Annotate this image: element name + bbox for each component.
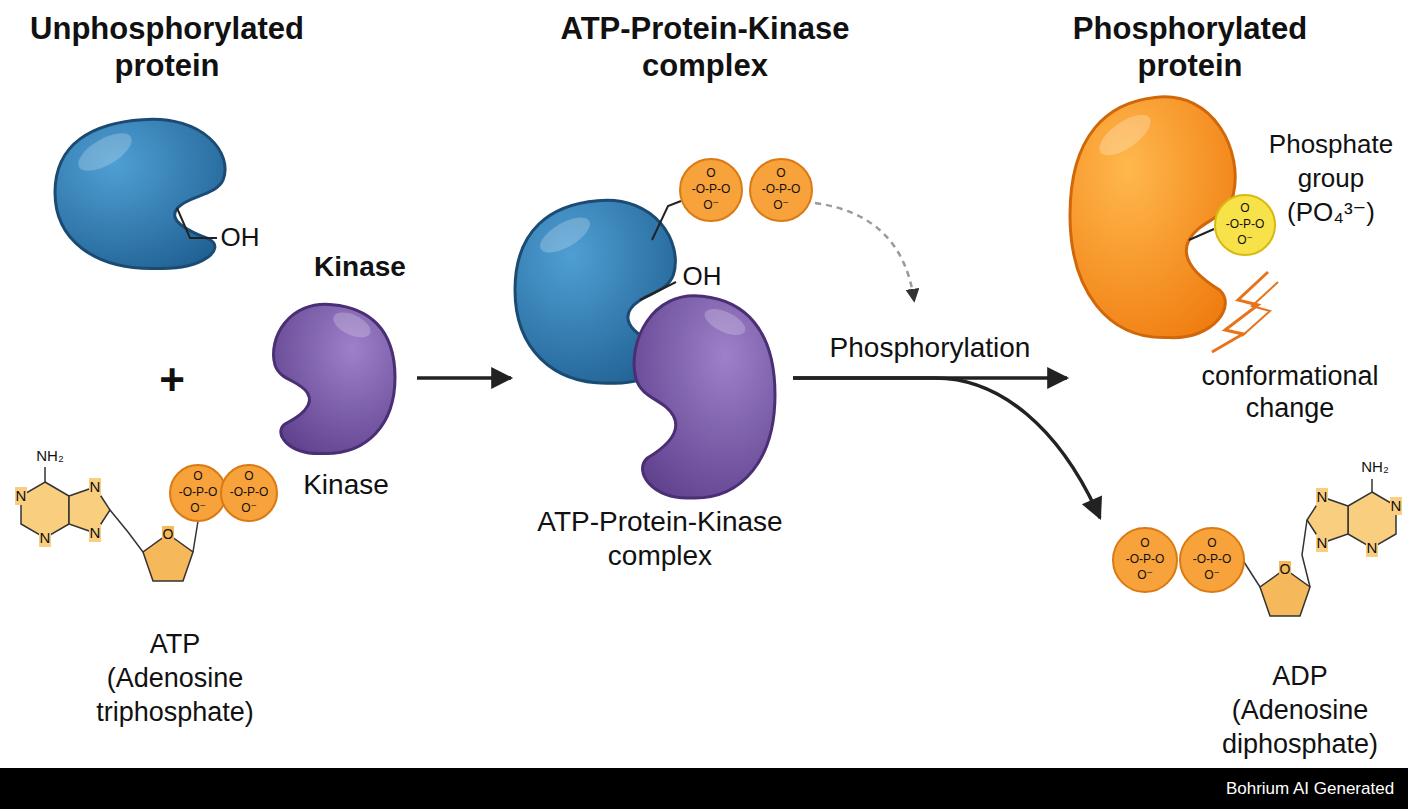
kinase-shape: KinaseKinase (270, 300, 395, 455)
diagram-label: O (162, 526, 175, 542)
protein-shape: Unphosphorylated protein (55, 115, 230, 270)
atom-label: -O-P-O (179, 486, 218, 500)
diagram-label: OH (221, 223, 260, 253)
atom-label: O (1207, 537, 1216, 551)
atom-label: O⁻ (1204, 569, 1220, 583)
node-caption: Kinase (303, 468, 389, 502)
atom-label: -O-P-O (230, 486, 269, 500)
atom-label: O (244, 470, 253, 484)
diagram-label: N (15, 487, 28, 504)
diagram-label: N (89, 478, 102, 495)
diagram-label: N (89, 524, 102, 541)
atom-label: O⁻ (190, 502, 206, 516)
diagram-label: + (159, 355, 185, 406)
atom-label: O⁻ (773, 199, 789, 213)
watermark: Bohrium AI Generated (1226, 779, 1394, 799)
atom-label: -O-P-O (762, 183, 801, 197)
node-heading: ADP (Adenosine diphosphate) (1222, 660, 1378, 761)
reaction-arrow (793, 378, 1100, 518)
diagram-label: OH (683, 262, 722, 292)
atom-label: O (1140, 537, 1149, 551)
diagram-label: N (39, 529, 52, 546)
node-heading: Kinase (314, 250, 406, 284)
diagram-label: N (1316, 488, 1329, 505)
edge-label: Phosphorylation (827, 332, 1034, 364)
atom-label: O⁻ (703, 199, 719, 213)
atom-label: -O-P-O (1126, 553, 1165, 567)
atom-label: -O-P-O (692, 183, 731, 197)
node-heading: ATP-Protein-Kinase complex (533, 10, 878, 84)
diagram-label: N (1390, 497, 1403, 514)
diagram-label: NH₂ (1361, 458, 1389, 475)
diagram-label: N (1316, 534, 1329, 551)
diagram-label: O (1279, 561, 1292, 577)
atp-molecule: ATP (Adenosine triphosphate) (8, 462, 285, 590)
atom-label: O (706, 167, 715, 181)
diagram-label: N (1366, 539, 1379, 556)
node-heading: Phosphate group (PO₄³⁻) (1269, 128, 1393, 229)
complex-shape: ATP-Protein-Kinase complexATP-Protein-Ki… (515, 195, 790, 505)
atom-label: O (1240, 202, 1249, 216)
diagram-label: conformational change (1201, 360, 1378, 425)
reaction-arrow (417, 376, 511, 380)
diagram-label: NH₂ (36, 447, 64, 464)
node-heading: Phosphorylated protein (1073, 10, 1307, 84)
atom-label: O (776, 167, 785, 181)
atom-label: O⁻ (1237, 234, 1253, 248)
footer-bar (0, 768, 1408, 809)
atom-label: O (193, 470, 202, 484)
node-heading: ATP (Adenosine triphosphate) (96, 628, 254, 729)
phosphate-circle (1215, 195, 1275, 255)
atom-label: O⁻ (1137, 569, 1153, 583)
node-caption: ATP-Protein-Kinase complex (510, 505, 810, 572)
atom-label: O⁻ (241, 502, 257, 516)
node-heading: Unphosphorylated protein (30, 10, 304, 84)
atom-label: -O-P-O (1193, 553, 1232, 567)
atom-label: -O-P-O (1226, 218, 1265, 232)
